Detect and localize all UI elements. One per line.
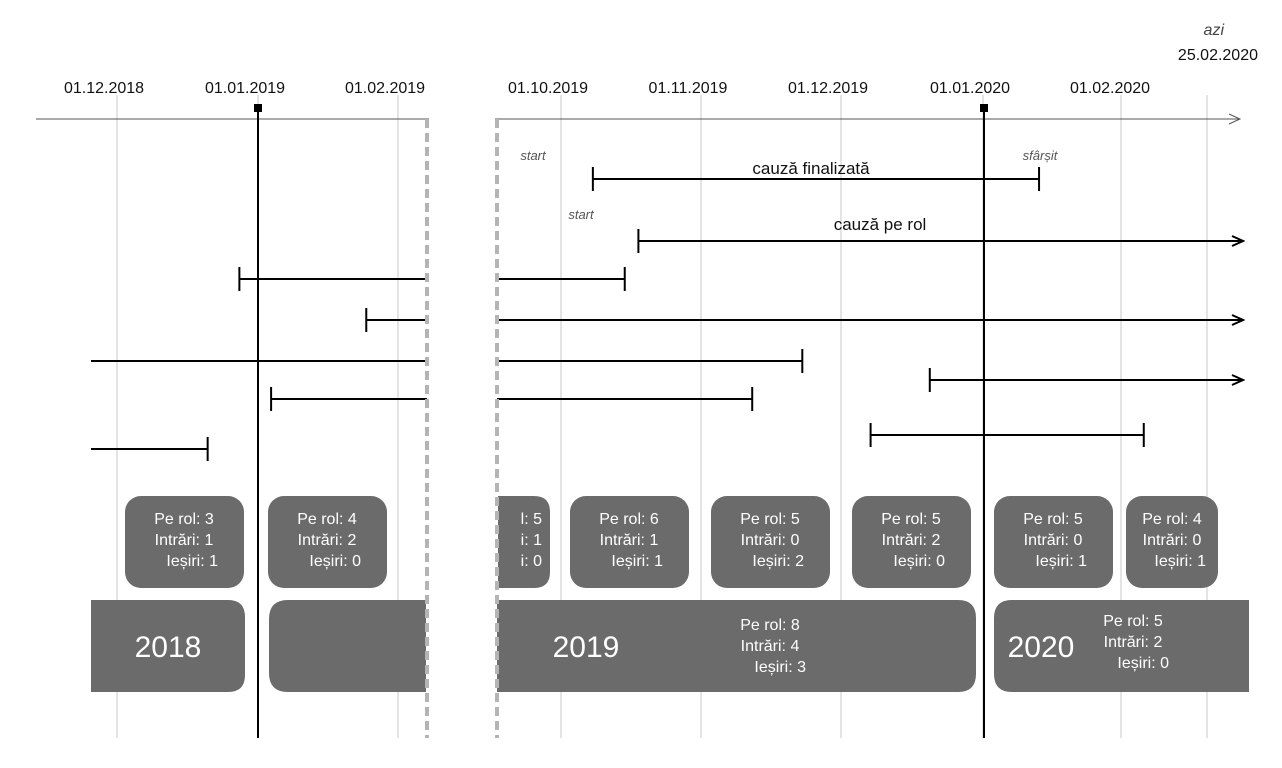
yearly-stats: 2018 2019 Pe rol: 8 Intrări: 4 Ieșiri: 3… xyxy=(91,600,1249,692)
monthly-stat-box xyxy=(711,496,830,588)
yearly-stat-box-2019-left xyxy=(269,600,426,692)
left-date-labels: 01.12.2018 01.01.2019 01.02.2019 xyxy=(64,80,425,97)
stat-iesiri: Ieșiri: 1 xyxy=(611,553,663,570)
date-label: 01.12.2018 xyxy=(64,80,144,97)
stat-pe-rol: Pe rol: 5 xyxy=(740,511,800,528)
stat-pe-rol: Pe rol: 8 xyxy=(740,617,800,634)
right-date-labels: 01.10.2019 01.11.2019 01.12.2019 01.01.2… xyxy=(508,80,1150,97)
stat-pe-rol: Pe rol: 5 xyxy=(1103,613,1163,630)
stat-iesiri: Ieșiri: 0 xyxy=(1117,655,1169,672)
date-label: 01.11.2019 xyxy=(649,80,728,97)
year-start-markers xyxy=(254,104,988,738)
stat-intrari: Intrări: 4 xyxy=(741,638,800,655)
case-lines xyxy=(91,167,1243,461)
finished-start-label: start xyxy=(520,148,547,163)
stat-intrari: Intrări: 0 xyxy=(1024,532,1083,549)
ongoing-case-label: cauză pe rol xyxy=(834,215,927,234)
year-boundary-marker xyxy=(980,104,988,112)
date-label: 01.02.2019 xyxy=(345,80,425,97)
stat-iesiri: Ieșiri: 1 xyxy=(1035,553,1087,570)
stat-intrari: Intrări: 0 xyxy=(741,532,800,549)
stat-intrari: Intrări: 1 xyxy=(600,532,659,549)
monthly-stat-box-clipped xyxy=(498,496,550,588)
monthly-stat-box xyxy=(1126,496,1218,588)
today-word: azi xyxy=(1204,22,1225,39)
monthly-stat-box xyxy=(125,496,244,588)
monthly-stats: Pe rol: 3 Intrări: 1 Ieșiri: 1 Pe rol: 4… xyxy=(125,496,1218,588)
stat-iesiri: Ieșiri: 1 xyxy=(166,553,218,570)
monthly-stat-box xyxy=(268,496,387,588)
monthly-stat-box xyxy=(994,496,1113,588)
stat-intrari: i: 1 xyxy=(521,532,542,549)
year-boundary-marker xyxy=(254,104,262,112)
stat-intrari: Intrări: 1 xyxy=(155,532,214,549)
stat-iesiri: i: 0 xyxy=(521,553,542,570)
ongoing-start-label: start xyxy=(568,207,595,222)
stat-intrari: Intrări: 2 xyxy=(1104,634,1163,651)
today-date: 25.02.2020 xyxy=(1178,47,1258,64)
stat-pe-rol: Pe rol: 3 xyxy=(154,511,214,528)
stat-pe-rol: Pe rol: 5 xyxy=(881,511,941,528)
yearly-stat-box-2018 xyxy=(91,600,245,692)
yearly-stat-box-2019 xyxy=(497,600,976,692)
date-label: 01.02.2020 xyxy=(1070,80,1150,97)
stat-pe-rol: Pe rol: 4 xyxy=(1142,511,1202,528)
stat-iesiri: Ieșiri: 3 xyxy=(754,659,806,676)
year-label: 2019 xyxy=(553,631,620,664)
stat-iesiri: Ieșiri: 1 xyxy=(1154,553,1206,570)
monthly-stat-box xyxy=(570,496,689,588)
yearly-stat-box-2020 xyxy=(994,600,1249,692)
finished-case-label: cauză finalizată xyxy=(752,159,870,178)
year-label: 2020 xyxy=(1008,631,1075,664)
monthly-stat-box xyxy=(852,496,971,588)
stat-iesiri: Ieșiri: 0 xyxy=(893,553,945,570)
axis-break xyxy=(425,100,499,740)
year-label: 2018 xyxy=(135,631,202,664)
case-labels: start sfârșit cauză finalizată start cau… xyxy=(520,148,1058,234)
axis-break-gap xyxy=(429,100,495,740)
stat-intrari: Intrări: 2 xyxy=(298,532,357,549)
stat-iesiri: Ieșiri: 0 xyxy=(309,553,361,570)
date-label: 01.12.2019 xyxy=(788,80,868,97)
finished-end-label: sfârșit xyxy=(1023,148,1059,163)
stat-pe-rol: Pe rol: 4 xyxy=(297,511,357,528)
stat-iesiri: Ieșiri: 2 xyxy=(752,553,804,570)
stat-pe-rol: l: 5 xyxy=(521,511,542,528)
stat-intrari: Intrări: 0 xyxy=(1143,532,1202,549)
stat-intrari: Intrări: 2 xyxy=(882,532,941,549)
date-label: 01.01.2020 xyxy=(930,80,1010,97)
date-label: 01.01.2019 xyxy=(205,80,285,97)
stat-pe-rol: Pe rol: 5 xyxy=(1023,511,1083,528)
today-label: azi 25.02.2020 xyxy=(1178,22,1258,64)
date-label: 01.10.2019 xyxy=(508,80,588,97)
stat-pe-rol: Pe rol: 6 xyxy=(599,511,659,528)
